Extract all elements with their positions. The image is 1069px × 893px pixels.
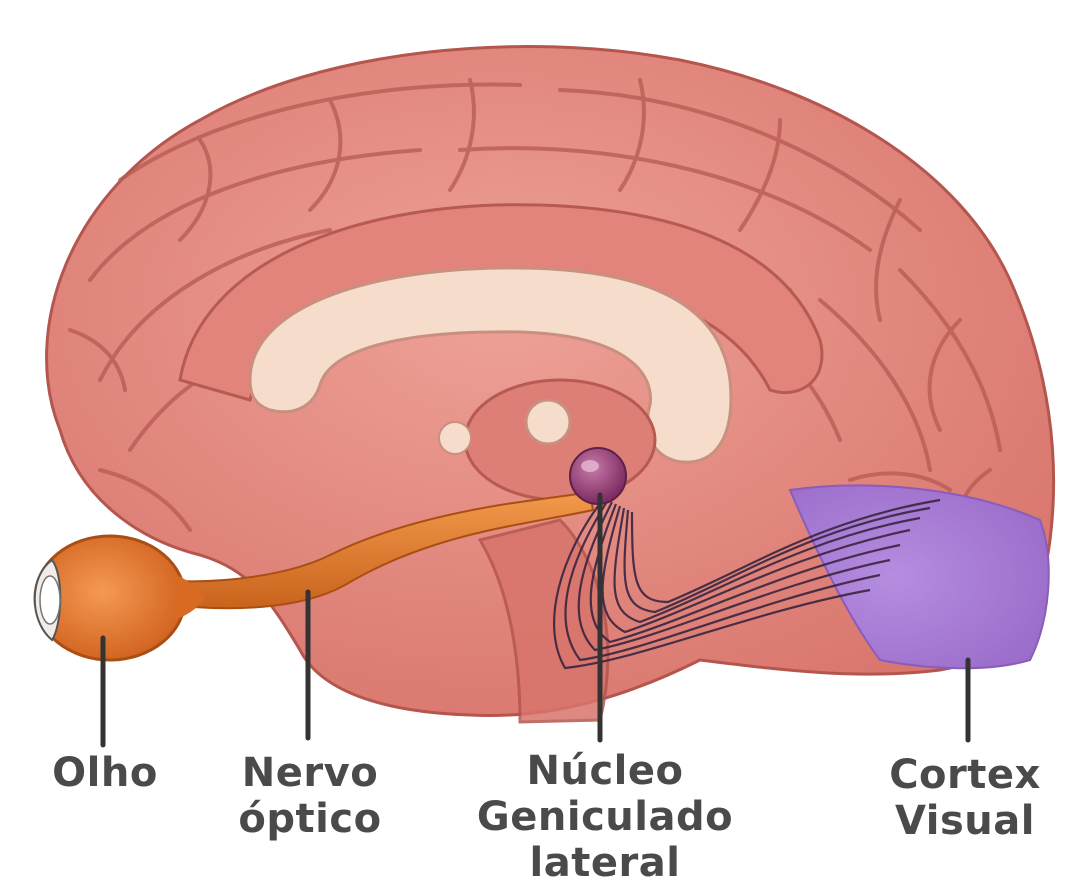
label-optic-nerve-line1: Nervo — [215, 750, 405, 796]
eye — [35, 536, 205, 660]
label-visual-cortex: Cortex Visual — [870, 752, 1060, 844]
label-optic-nerve: Nervo óptico — [215, 750, 405, 842]
label-visual-cortex-line1: Cortex — [870, 752, 1060, 798]
label-optic-nerve-line2: óptico — [215, 796, 405, 842]
lgn-highlight — [581, 460, 599, 472]
label-visual-cortex-line2: Visual — [870, 798, 1060, 844]
label-eye-line1: Olho — [20, 750, 190, 796]
label-lgn-line3: lateral — [460, 840, 750, 886]
fornix-dot — [439, 422, 471, 454]
label-lgn: Núcleo Geniculado lateral — [460, 748, 750, 886]
label-lgn-line1: Núcleo — [460, 748, 750, 794]
label-eye: Olho — [20, 750, 190, 796]
anterior-commissure — [526, 400, 570, 444]
label-lgn-line2: Geniculado — [460, 794, 750, 840]
